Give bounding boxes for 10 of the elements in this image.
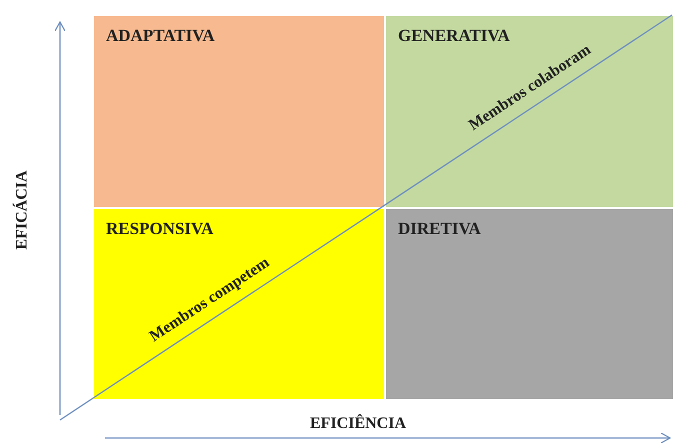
directive-quadrant: [385, 208, 674, 400]
quadrant-title: DIRETIVA: [398, 219, 481, 239]
adaptive-quadrant: [93, 15, 385, 208]
generative-quadrant: [385, 15, 674, 208]
quadrant-title: GENERATIVA: [398, 26, 510, 46]
axis-title: EFICÁCIA: [13, 170, 32, 250]
quadrant-title: ADAPTATIVA: [106, 26, 215, 46]
axis-title: EFICIÊNCIA: [310, 415, 406, 433]
responsive-quadrant: [93, 208, 385, 400]
quadrant-title: RESPONSIVA: [106, 219, 214, 239]
